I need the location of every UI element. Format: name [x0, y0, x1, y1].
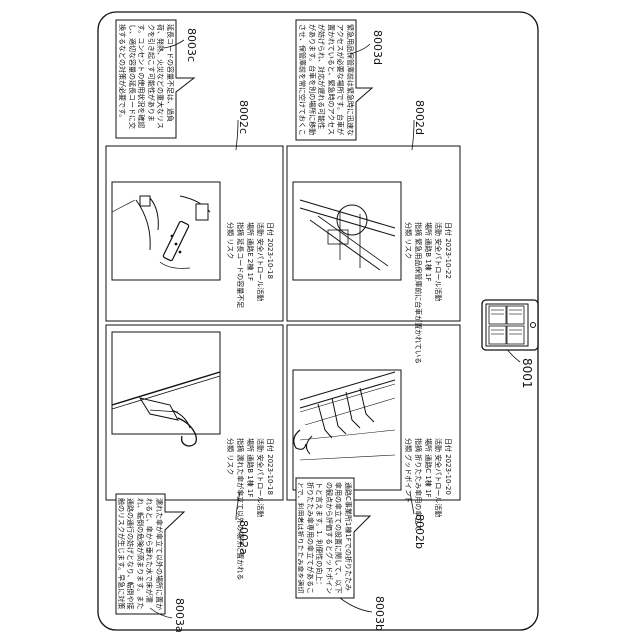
device-8001: [482, 300, 538, 350]
card-8002b-line: 日付 2023-10-20: [443, 438, 453, 531]
ref-8002d: 8002d: [413, 100, 426, 135]
ref-8003b: 8003b: [373, 596, 386, 631]
bubble-8003a-text: 濡れた傘が傘立て以外の場所に置かれると、傘から垂れた水で床が濡れ、転倒の危険が高…: [117, 498, 163, 610]
card-8002a-line: 分類 リスク: [225, 438, 235, 580]
card-8002d-line: 日付 2023-10-22: [443, 222, 453, 364]
ref-8002c: 8002c: [237, 100, 250, 134]
card-8002d-line: 指摘 緊急用品保管庫前に台車が置かれている: [413, 222, 423, 364]
ref-8003a: 8003a: [173, 598, 186, 633]
card-8002a-line: 日付 2023-10-18: [265, 438, 275, 580]
card-8002a-line: 活動 安全パトロール活動: [255, 438, 265, 580]
bubble-8003b-text: 通路C事業所1棟1Fでの折りたたみ傘用の傘立ての設置に関して、以下の観点から評価…: [298, 482, 352, 594]
bubble-8003c-text: 延長コードの容量不足は、過負荷、発熱、火災などの重大なリスクを引き起こす可能性が…: [118, 24, 174, 134]
card-8002d-line: 活動 安全パトロール活動: [433, 222, 443, 364]
card-8002b-photo: [293, 370, 401, 490]
card-8002a-text: 日付 2023-10-18 活動 安全パトロール活動 場所 通路B 1棟 1F …: [225, 438, 275, 580]
leader-8003b: [340, 598, 372, 612]
card-8002c-line: 活動 安全パトロール活動: [255, 222, 265, 308]
ref-8001: 8001: [520, 358, 534, 389]
card-8002d-photo: [293, 182, 401, 280]
card-8002c-line: 日付 2023-10-18: [265, 222, 275, 308]
card-8002b-line: 活動 安全パトロール活動: [433, 438, 443, 531]
bubble-8003d-text: 緊急用品保管庫前は緊急時に迅速なアクセスが必要な場所です。台車が置かれていると、…: [298, 24, 354, 136]
card-8002b-text: 日付 2023-10-20 活動 安全パトロール活動 場所 通路C 1棟 1F …: [403, 438, 453, 531]
card-8002c-text: 日付 2023-10-18 活動 安全パトロール活動 場所 通路E 2棟 1F …: [225, 222, 275, 308]
ref-8003c: 8003c: [185, 28, 198, 62]
card-8002a-photo: [112, 332, 220, 446]
card-8002c-photo: [112, 182, 220, 280]
card-8002a-line: 場所 通路B 1棟 1F: [245, 438, 255, 580]
card-8002c-line: 場所 通路E 2棟 1F: [245, 222, 255, 308]
ref-8003d: 8003d: [371, 30, 384, 65]
card-8002d-line: 分類 リスク: [403, 222, 413, 364]
card-8002a-line: 指摘 濡れた傘が傘立て以外の場所に置かれる: [235, 438, 245, 580]
card-8002b-line: 分類 グッドポイント: [403, 438, 413, 531]
card-8002d-text: 日付 2023-10-22 活動 安全パトロール活動 場所 通路B 1棟 1F …: [403, 222, 453, 364]
card-8002d-line: 場所 通路B 1棟 1F: [423, 222, 433, 364]
card-8002c-line: 分類 リスク: [225, 222, 235, 308]
ref-8002b: 8002b: [413, 514, 426, 549]
card-8002c-line: 指摘 延長コードの容量不足: [235, 222, 245, 308]
ref-8002a: 8002a: [237, 520, 250, 555]
